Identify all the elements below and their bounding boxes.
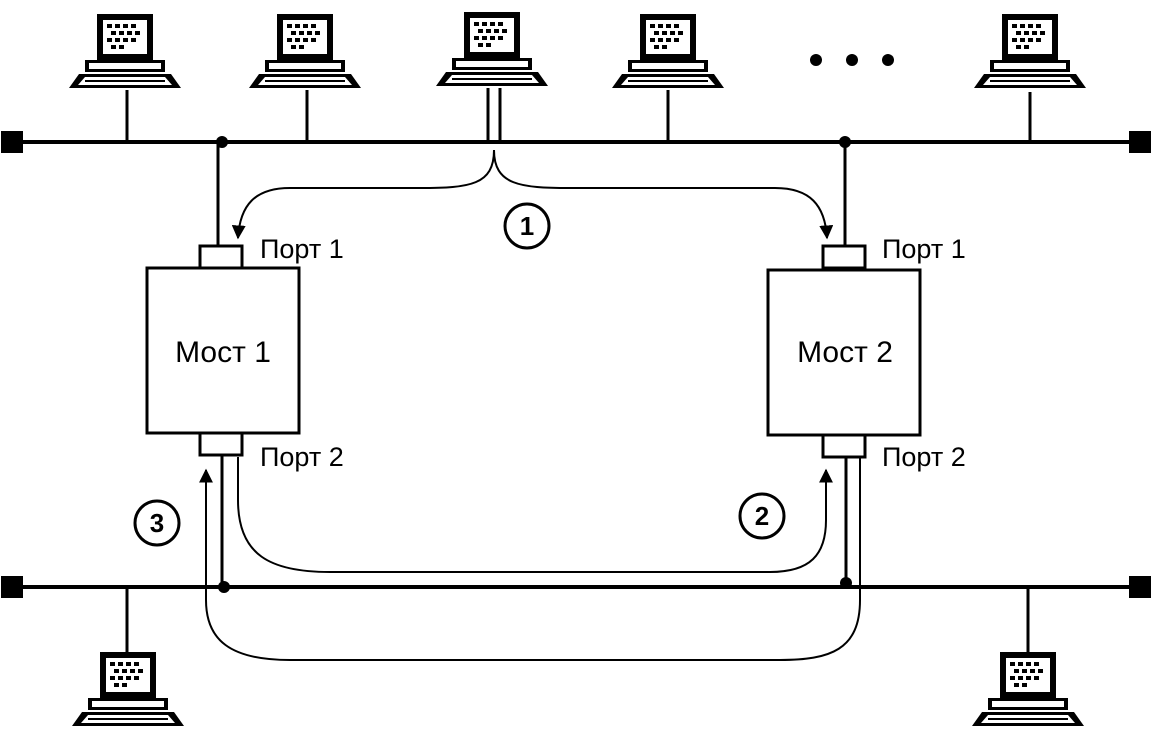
computer-icon: [68, 13, 182, 89]
svg-text:2: 2: [755, 501, 769, 531]
computer-icon: [71, 651, 185, 727]
bridge-1: [145, 142, 301, 587]
bridge-2: [766, 142, 922, 583]
terminator-icon: [1, 576, 23, 598]
svg-text:3: 3: [150, 508, 164, 538]
svg-text:1: 1: [520, 211, 534, 241]
bridge-2-label: Мост 2: [797, 336, 893, 369]
computer-icon: [611, 13, 725, 89]
path-3-number: 3: [133, 499, 181, 547]
path-1-arrows: [231, 149, 834, 240]
bridge-1-label: Мост 1: [175, 336, 271, 369]
terminator-icon: [1129, 576, 1151, 598]
terminator-icon: [1, 131, 23, 153]
computer-icon: [248, 13, 362, 89]
bottom-segment: [1, 576, 1151, 652]
path-1-number: 1: [503, 202, 551, 250]
bridge-2-port-1: [821, 244, 867, 270]
bridge-2-port-1-label: Порт 1: [882, 234, 966, 264]
computer-icon: [971, 651, 1085, 727]
computer-icon: [973, 13, 1087, 89]
ellipsis-icon: [810, 54, 894, 66]
bridge-2-port-2: [821, 433, 867, 459]
terminator-icon: [1129, 131, 1151, 153]
bridge-2-port-2-label: Порт 2: [882, 442, 966, 472]
top-segment: [1, 88, 1151, 153]
path-2-number: 2: [738, 492, 786, 540]
bridge-1-port-1-label: Порт 1: [260, 234, 344, 264]
bridge-2-box: [766, 268, 922, 437]
bridge-1-port-1: [198, 244, 244, 270]
bridge-1-port-2-label: Порт 2: [260, 442, 344, 472]
path-2-arrow: [237, 457, 833, 573]
computer-icon: [435, 11, 549, 87]
path-3-arrow: [199, 457, 861, 661]
bridge-1-port-2: [198, 431, 244, 457]
bridge-1-box: [145, 266, 301, 435]
